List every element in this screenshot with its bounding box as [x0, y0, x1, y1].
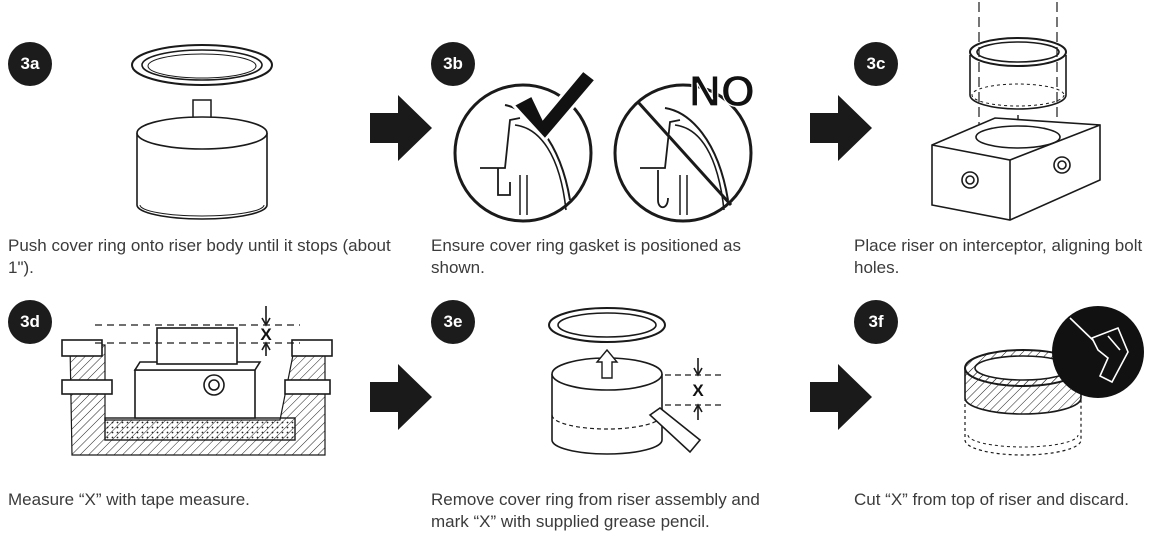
caption-3c: Place riser on interceptor, aligning bol…	[854, 236, 1143, 277]
caption-3f: Cut “X” from top of riser and discard.	[854, 490, 1129, 509]
riser-3d	[156, 327, 238, 365]
illustration-3a	[131, 44, 273, 220]
interceptor-3d	[134, 369, 256, 419]
step-badge-3c: 3c	[854, 42, 898, 86]
pipe-left-3d	[61, 339, 103, 357]
caption-3a: Push cover ring onto riser body until it…	[8, 236, 391, 277]
arrow-right-icon	[810, 95, 872, 161]
up-arrow-icon	[595, 348, 619, 379]
illustration-3c	[931, 2, 1101, 221]
illustration-3d	[61, 306, 333, 456]
step-badge-3e: 3e	[431, 300, 475, 344]
grease-pencil-icon	[648, 407, 702, 454]
checkmark-icon	[510, 67, 599, 143]
step-badge-3b: 3b	[431, 42, 475, 86]
x-measure-label-3e: X	[692, 381, 704, 400]
caption-3e: Remove cover ring from riser assembly an…	[431, 490, 760, 531]
no-label: NO	[689, 67, 755, 116]
riser-body-3a	[136, 133, 268, 220]
arrow-right-icon	[370, 95, 432, 161]
cover-ring-3a	[131, 44, 273, 86]
interceptor-3c	[931, 117, 1101, 221]
arrow-right-icon	[810, 364, 872, 430]
illustration-3e	[548, 307, 725, 455]
illustration-3b-wrong	[613, 83, 753, 223]
step-arrows	[370, 95, 872, 430]
illustration-3f	[964, 306, 1144, 456]
step-badge-3a: 3a	[8, 42, 52, 86]
step-badge-3d: 3d	[8, 300, 52, 344]
illustration-3b-correct	[453, 67, 599, 223]
riser-3e	[551, 374, 663, 455]
arrow-right-icon	[370, 364, 432, 430]
pipe-right-3d	[291, 339, 333, 357]
caption-3b: Ensure cover ring gasket is positioned a…	[431, 236, 741, 277]
saw-icon-circle	[1052, 306, 1144, 398]
step-badge-3f: 3f	[854, 300, 898, 344]
caption-3d: Measure “X” with tape measure.	[8, 490, 250, 509]
prohibited-slash-icon	[636, 100, 733, 207]
cover-ring-3e	[548, 307, 666, 343]
x-measure-label-3d: X	[260, 325, 272, 344]
reciprocating-saw-icon	[1069, 317, 1129, 384]
